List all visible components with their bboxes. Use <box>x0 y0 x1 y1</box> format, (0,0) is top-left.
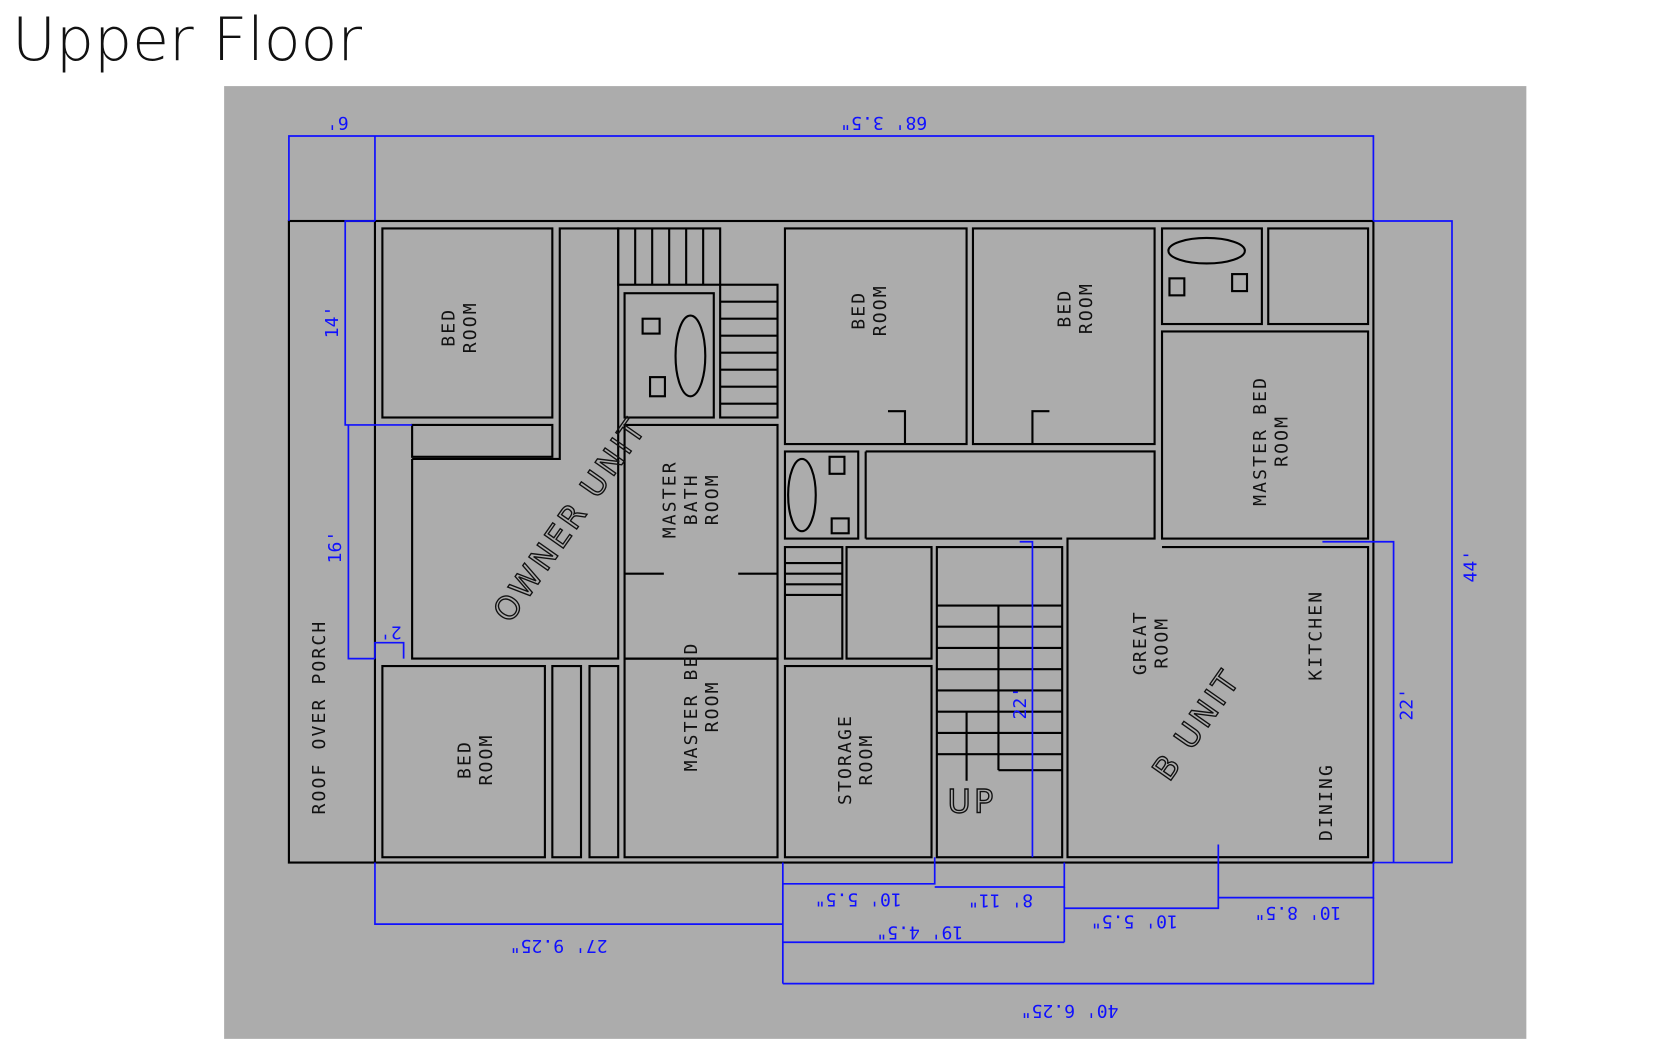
bed-room-3-label: BEDROOM <box>1055 282 1097 334</box>
toilet-icon <box>1231 273 1249 293</box>
stair-treads-small <box>784 561 843 596</box>
storage-label: STORAGEROOM <box>835 714 877 805</box>
dim-left-upper: 14' <box>322 306 343 339</box>
toilet-icon <box>648 376 666 398</box>
dimension-labels: 6' 68' 3.5" 14' 16' 2' 44' 22' 22' 10' 5… <box>322 112 1482 1021</box>
closet-bl-2 <box>588 664 620 859</box>
bath-small <box>783 450 860 540</box>
bathtub-icon <box>1167 236 1246 265</box>
master-bath-label: MASTERBATHROOM <box>660 460 723 538</box>
dim-right-22: 22' <box>1397 688 1418 721</box>
bathtub-icon <box>674 314 707 398</box>
toilet-icon <box>828 455 846 475</box>
bed-room-2 <box>783 227 968 446</box>
dimension-lines <box>288 135 1453 985</box>
stair-treads-right <box>720 300 778 405</box>
up-label: UP <box>947 783 996 821</box>
master-bed-room-left <box>623 657 779 859</box>
dim-total-depth: 44' <box>1460 550 1481 583</box>
dim-stair-22: 22' <box>1010 687 1031 720</box>
closet-tl <box>411 423 554 458</box>
page-title: Upper Floor <box>12 5 363 75</box>
porch-label: ROOF OVER PORCH <box>309 620 330 815</box>
dim-combined: 19' 4.5" <box>876 921 963 942</box>
closet-tr <box>1267 227 1370 326</box>
dim-great-width: 10' 5.5" <box>1091 911 1178 932</box>
storage-room <box>783 664 933 859</box>
kitchen-label: KITCHEN <box>1305 590 1326 681</box>
master-bed-right-label: MASTER BEDROOM <box>1250 376 1292 506</box>
dining-label: DINING <box>1316 763 1337 841</box>
bed-room-3 <box>971 227 1156 446</box>
sink-icon <box>641 317 661 335</box>
stair-treads-top <box>634 228 705 285</box>
closet-mid <box>845 546 933 660</box>
plan-background <box>224 86 1527 1039</box>
bed-room-tl <box>381 227 554 419</box>
dim-kitchen-width: 10' 8.5" <box>1255 902 1342 923</box>
stair-right <box>719 283 779 419</box>
master-bed-room-right <box>1160 330 1370 540</box>
sink-icon <box>830 517 850 535</box>
bed-room-bl-label: BEDROOM <box>455 734 497 786</box>
dim-small: 2' <box>380 622 402 643</box>
dim-stair-width: 8' 11" <box>968 889 1033 910</box>
dim-b-unit-width: 40' 6.25" <box>1021 1000 1119 1021</box>
master-bed-left-label: MASTER BEDROOM <box>681 641 723 771</box>
stair-small <box>783 546 844 660</box>
sink-icon <box>1168 277 1186 297</box>
stair-well <box>935 546 1064 859</box>
owner-bath <box>623 292 715 419</box>
dim-total-width: 68' 3.5" <box>840 112 927 133</box>
bed-room-tl-label: BEDROOM <box>439 301 481 353</box>
dim-owner-width: 27' 9.25" <box>510 935 608 956</box>
bath-tr <box>1160 227 1263 326</box>
walls <box>287 219 1375 864</box>
dim-porch-width: 6' <box>327 112 349 133</box>
great-room-label: GREATROOM <box>1130 610 1172 675</box>
dim-left-lower: 16' <box>325 531 346 564</box>
closet-bl-1 <box>551 664 583 859</box>
bed-room-2-label: BEDROOM <box>849 284 891 336</box>
stair-treads-main <box>936 604 1063 781</box>
dim-storage-width: 10' 5.5" <box>815 888 902 909</box>
bathtub-icon <box>787 457 817 533</box>
bed-room-bl <box>381 664 546 859</box>
